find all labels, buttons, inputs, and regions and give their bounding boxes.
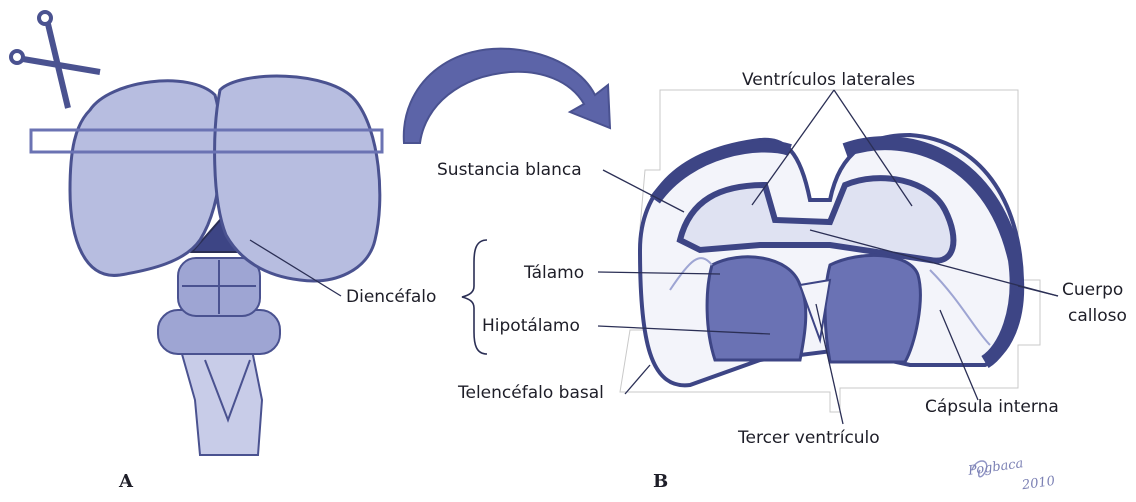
right-hemisphere — [215, 76, 380, 281]
label-talamo: Tálamo — [524, 263, 584, 283]
label-calloso: calloso — [1068, 306, 1127, 326]
thalamus — [707, 257, 806, 360]
brain-dorsal-view — [11, 12, 382, 455]
label-sustancia-blanca: Sustancia blanca — [437, 160, 582, 180]
label-diencefalo: Diencéfalo — [346, 287, 436, 307]
panel-label-b: B — [653, 471, 668, 492]
brace — [462, 240, 487, 354]
label-ventriculos-laterales: Ventrículos laterales — [742, 70, 915, 90]
label-tercer-ventriculo: Tercer ventrículo — [738, 428, 880, 448]
panel-label-a: A — [119, 471, 133, 492]
scissors-icon — [11, 12, 100, 108]
label-cuerpo: Cuerpo — [1062, 280, 1123, 300]
curved-arrow — [404, 49, 610, 143]
label-telencefalo-basal: Telencéfalo basal — [458, 383, 604, 403]
label-hipotalamo: Hipotálamo — [482, 316, 580, 336]
hypothalamus — [825, 255, 920, 362]
label-capsula-interna: Cápsula interna — [925, 397, 1059, 417]
